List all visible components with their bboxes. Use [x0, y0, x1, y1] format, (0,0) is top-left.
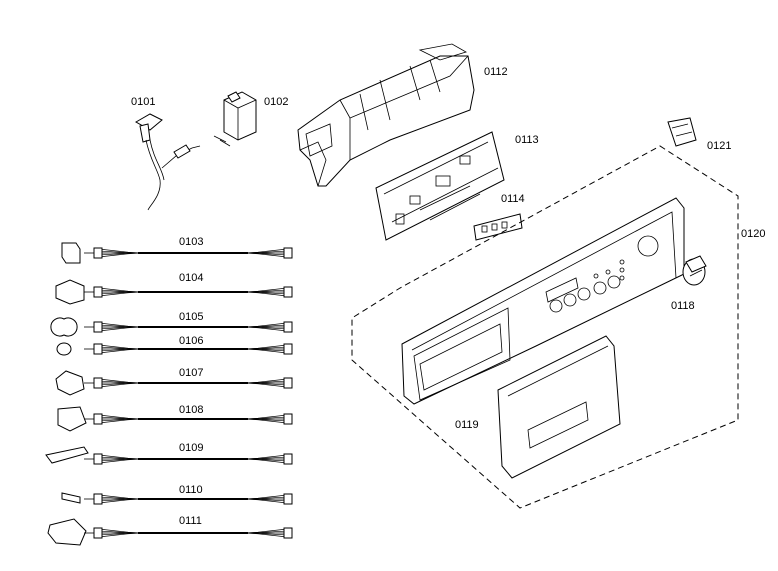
harness-0110[interactable]: [61, 492, 293, 505]
label-0120: 0120: [741, 228, 766, 240]
label-0119: 0119: [455, 419, 479, 431]
program-knob-part[interactable]: [682, 255, 707, 286]
label-0114: 0114: [501, 193, 525, 205]
label-0110: 0110: [179, 484, 203, 496]
label-0102: 0102: [264, 96, 289, 108]
harness-component: [47, 518, 94, 546]
label-0113: 0113: [515, 134, 539, 146]
harness-0109[interactable]: [45, 446, 293, 465]
harness-component: [50, 317, 94, 337]
label-0109: 0109: [179, 442, 204, 454]
harness-component: [55, 370, 94, 396]
harness-0104[interactable]: [55, 279, 293, 305]
label-0104: 0104: [179, 272, 204, 284]
display-part[interactable]: [473, 213, 523, 241]
harness-0106[interactable]: [56, 342, 293, 356]
label-0118: 0118: [671, 300, 695, 312]
harness-component: [57, 406, 94, 432]
label-0106: 0106: [179, 335, 204, 347]
label-0107: 0107: [179, 367, 204, 379]
label-0121: 0121: [707, 140, 732, 152]
label-0103: 0103: [179, 236, 204, 248]
label-0112: 0112: [484, 66, 508, 78]
label-0108: 0108: [179, 404, 204, 416]
circuit-board-part[interactable]: [375, 131, 505, 241]
wire-harness-group: [45, 242, 293, 546]
interference-filter-part[interactable]: [213, 91, 257, 147]
clip-part[interactable]: [667, 117, 697, 147]
harness-component: [56, 342, 94, 356]
harness-0105[interactable]: [50, 317, 293, 337]
power-cord-part[interactable]: [134, 113, 201, 211]
harness-component: [45, 446, 94, 464]
drawer-handle-part[interactable]: [497, 335, 621, 479]
harness-0111[interactable]: [47, 518, 293, 546]
control-housing-part[interactable]: [297, 43, 475, 187]
label-0111: 0111: [179, 515, 202, 527]
harness-0103[interactable]: [61, 242, 293, 264]
harness-0107[interactable]: [55, 370, 293, 396]
label-0101: 0101: [131, 96, 156, 108]
panel-assembly-outline: [351, 145, 739, 509]
harness-component: [61, 492, 94, 504]
control-panel-part[interactable]: [401, 197, 685, 405]
harness-component: [61, 242, 94, 264]
label-0105: 0105: [179, 311, 204, 323]
harness-component: [55, 279, 94, 305]
harness-0108[interactable]: [57, 406, 293, 432]
